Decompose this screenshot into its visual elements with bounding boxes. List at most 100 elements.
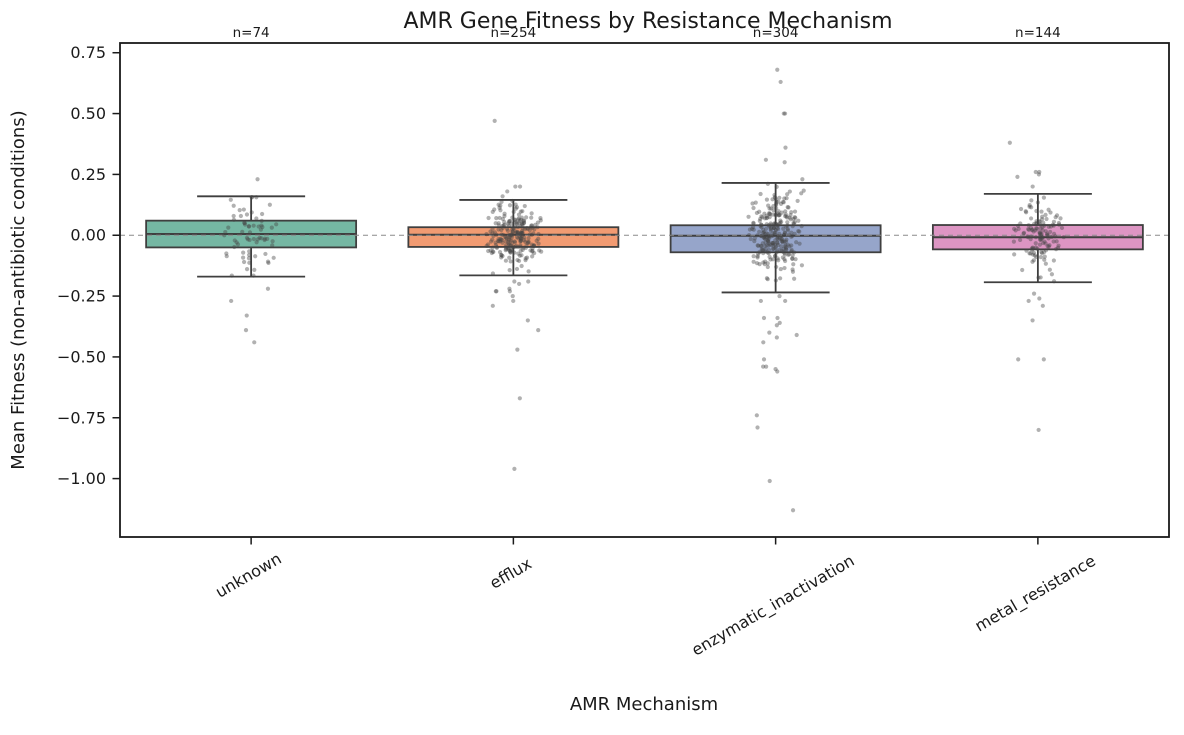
y-axis-label: Mean Fitness (non-antibiotic conditions) (8, 110, 29, 469)
data-point (494, 289, 499, 294)
data-point (536, 236, 541, 241)
data-point (1037, 219, 1042, 224)
data-point (766, 240, 771, 245)
data-point (773, 278, 778, 283)
data-point (1011, 239, 1016, 244)
data-point (757, 250, 762, 255)
data-point (520, 209, 525, 214)
data-point (784, 237, 789, 242)
data-point (490, 209, 495, 214)
y-tick-label: −0.50 (57, 347, 106, 366)
data-point (762, 244, 767, 249)
data-point (490, 245, 495, 250)
data-point (1026, 227, 1032, 232)
data-point (1018, 221, 1023, 226)
data-point (243, 328, 249, 333)
data-point (761, 260, 766, 265)
data-point (782, 230, 787, 235)
data-point (507, 218, 513, 224)
data-point (247, 230, 253, 235)
data-point (767, 254, 772, 259)
data-point (510, 229, 515, 234)
data-point (1038, 237, 1043, 242)
data-point (523, 256, 528, 261)
data-point (762, 231, 767, 236)
data-point (1040, 303, 1045, 308)
data-point (773, 221, 778, 226)
n-count-label-efflux: n=254 (491, 25, 537, 41)
data-point (510, 244, 516, 249)
n-count-label-metal_resistance: n=144 (1015, 25, 1061, 41)
data-point (509, 247, 515, 252)
data-point (1045, 233, 1050, 238)
data-point (498, 239, 503, 244)
data-point (510, 232, 515, 237)
data-point (490, 303, 495, 308)
data-point (774, 202, 779, 207)
data-point (1039, 231, 1044, 237)
data-point (535, 225, 540, 230)
data-point (778, 220, 783, 225)
data-point (783, 209, 788, 214)
data-point (503, 258, 509, 263)
data-point (790, 508, 796, 513)
data-point (490, 226, 495, 232)
data-point (1033, 245, 1038, 250)
data-point (500, 253, 505, 259)
data-point (766, 236, 771, 241)
data-point (751, 227, 756, 232)
data-point (773, 213, 778, 218)
data-point (753, 200, 758, 205)
data-point (779, 248, 784, 253)
data-point (502, 211, 507, 216)
data-point (1045, 244, 1050, 249)
data-point (765, 264, 770, 270)
data-point (252, 340, 257, 345)
data-point (1038, 222, 1043, 227)
data-point (1031, 250, 1037, 255)
data-point (519, 231, 525, 236)
data-point (775, 227, 781, 232)
data-point (1033, 235, 1039, 240)
data-point (1044, 216, 1049, 222)
data-point (260, 211, 265, 217)
data-point (775, 233, 780, 238)
data-point (1037, 230, 1043, 236)
data-point (772, 222, 777, 227)
data-point (1040, 225, 1045, 230)
data-point (506, 232, 512, 237)
data-point (797, 229, 802, 234)
data-point (234, 240, 239, 245)
data-point (520, 234, 525, 239)
data-point (499, 255, 504, 260)
data-point (762, 234, 767, 239)
data-point (246, 224, 252, 229)
data-point (508, 250, 513, 255)
data-point (515, 244, 521, 250)
data-point (1037, 219, 1042, 225)
data-point (515, 230, 521, 235)
data-point (1051, 258, 1056, 263)
data-point (517, 221, 522, 226)
data-point (777, 293, 782, 299)
data-point (504, 226, 510, 231)
data-point (1007, 140, 1012, 145)
data-point (780, 239, 785, 244)
data-point (1041, 357, 1046, 362)
data-point (526, 236, 531, 241)
data-point (763, 259, 768, 264)
data-point (529, 223, 534, 228)
data-point (1018, 237, 1023, 243)
data-point (494, 216, 499, 221)
data-point (782, 160, 787, 165)
data-point (789, 243, 794, 248)
data-point (769, 206, 774, 211)
data-point (760, 241, 765, 246)
data-point (222, 233, 227, 238)
data-point (780, 240, 785, 245)
data-point (506, 223, 511, 228)
data-point (784, 196, 789, 201)
data-point (512, 279, 517, 284)
data-point (1047, 267, 1052, 272)
data-point (1042, 239, 1047, 244)
